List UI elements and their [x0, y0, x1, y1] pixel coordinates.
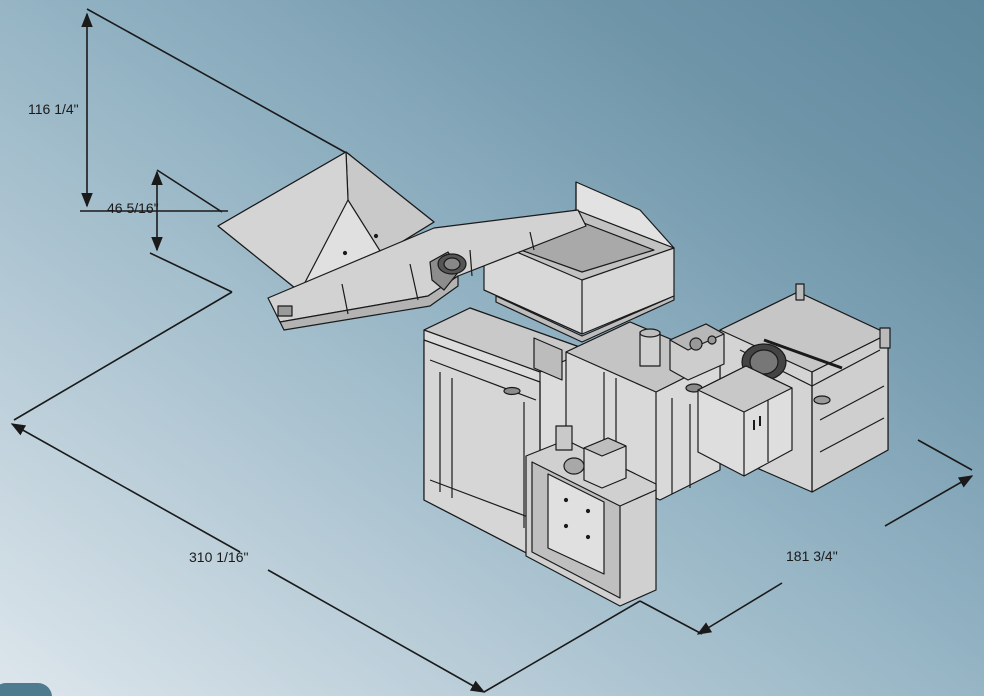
- height-feed-ext-bottom: [149, 252, 233, 293]
- upper-hopper: [483, 181, 675, 343]
- length-arrow-a: [10, 423, 241, 553]
- corner-tab: [0, 683, 52, 696]
- overall-length-label: 310 1/16": [189, 549, 249, 565]
- hydraulic-valve: [669, 323, 725, 381]
- length-ext-left: [13, 291, 233, 421]
- front-door: [525, 439, 657, 607]
- conveyor-belt: [267, 209, 587, 331]
- length-width-ext: [483, 600, 641, 693]
- feed-height-label: 46 5/16": [107, 200, 159, 216]
- overall-height-label: 116 1/4": [28, 101, 79, 117]
- dimension-lines: [10, 8, 974, 693]
- width-arrow-b: [884, 475, 974, 527]
- electrical-cabinet: [697, 365, 793, 477]
- width-ext-right: [917, 439, 973, 471]
- control-box: [555, 425, 627, 489]
- width-arrow-a: [696, 582, 783, 635]
- width-ext-bottom: [639, 600, 703, 635]
- height-total-ext-top: [86, 8, 351, 156]
- height-feed-ext-top: [156, 169, 223, 213]
- machine: [217, 151, 891, 607]
- overall-width-label: 181 3/4": [786, 548, 838, 564]
- length-arrow-b: [267, 569, 486, 693]
